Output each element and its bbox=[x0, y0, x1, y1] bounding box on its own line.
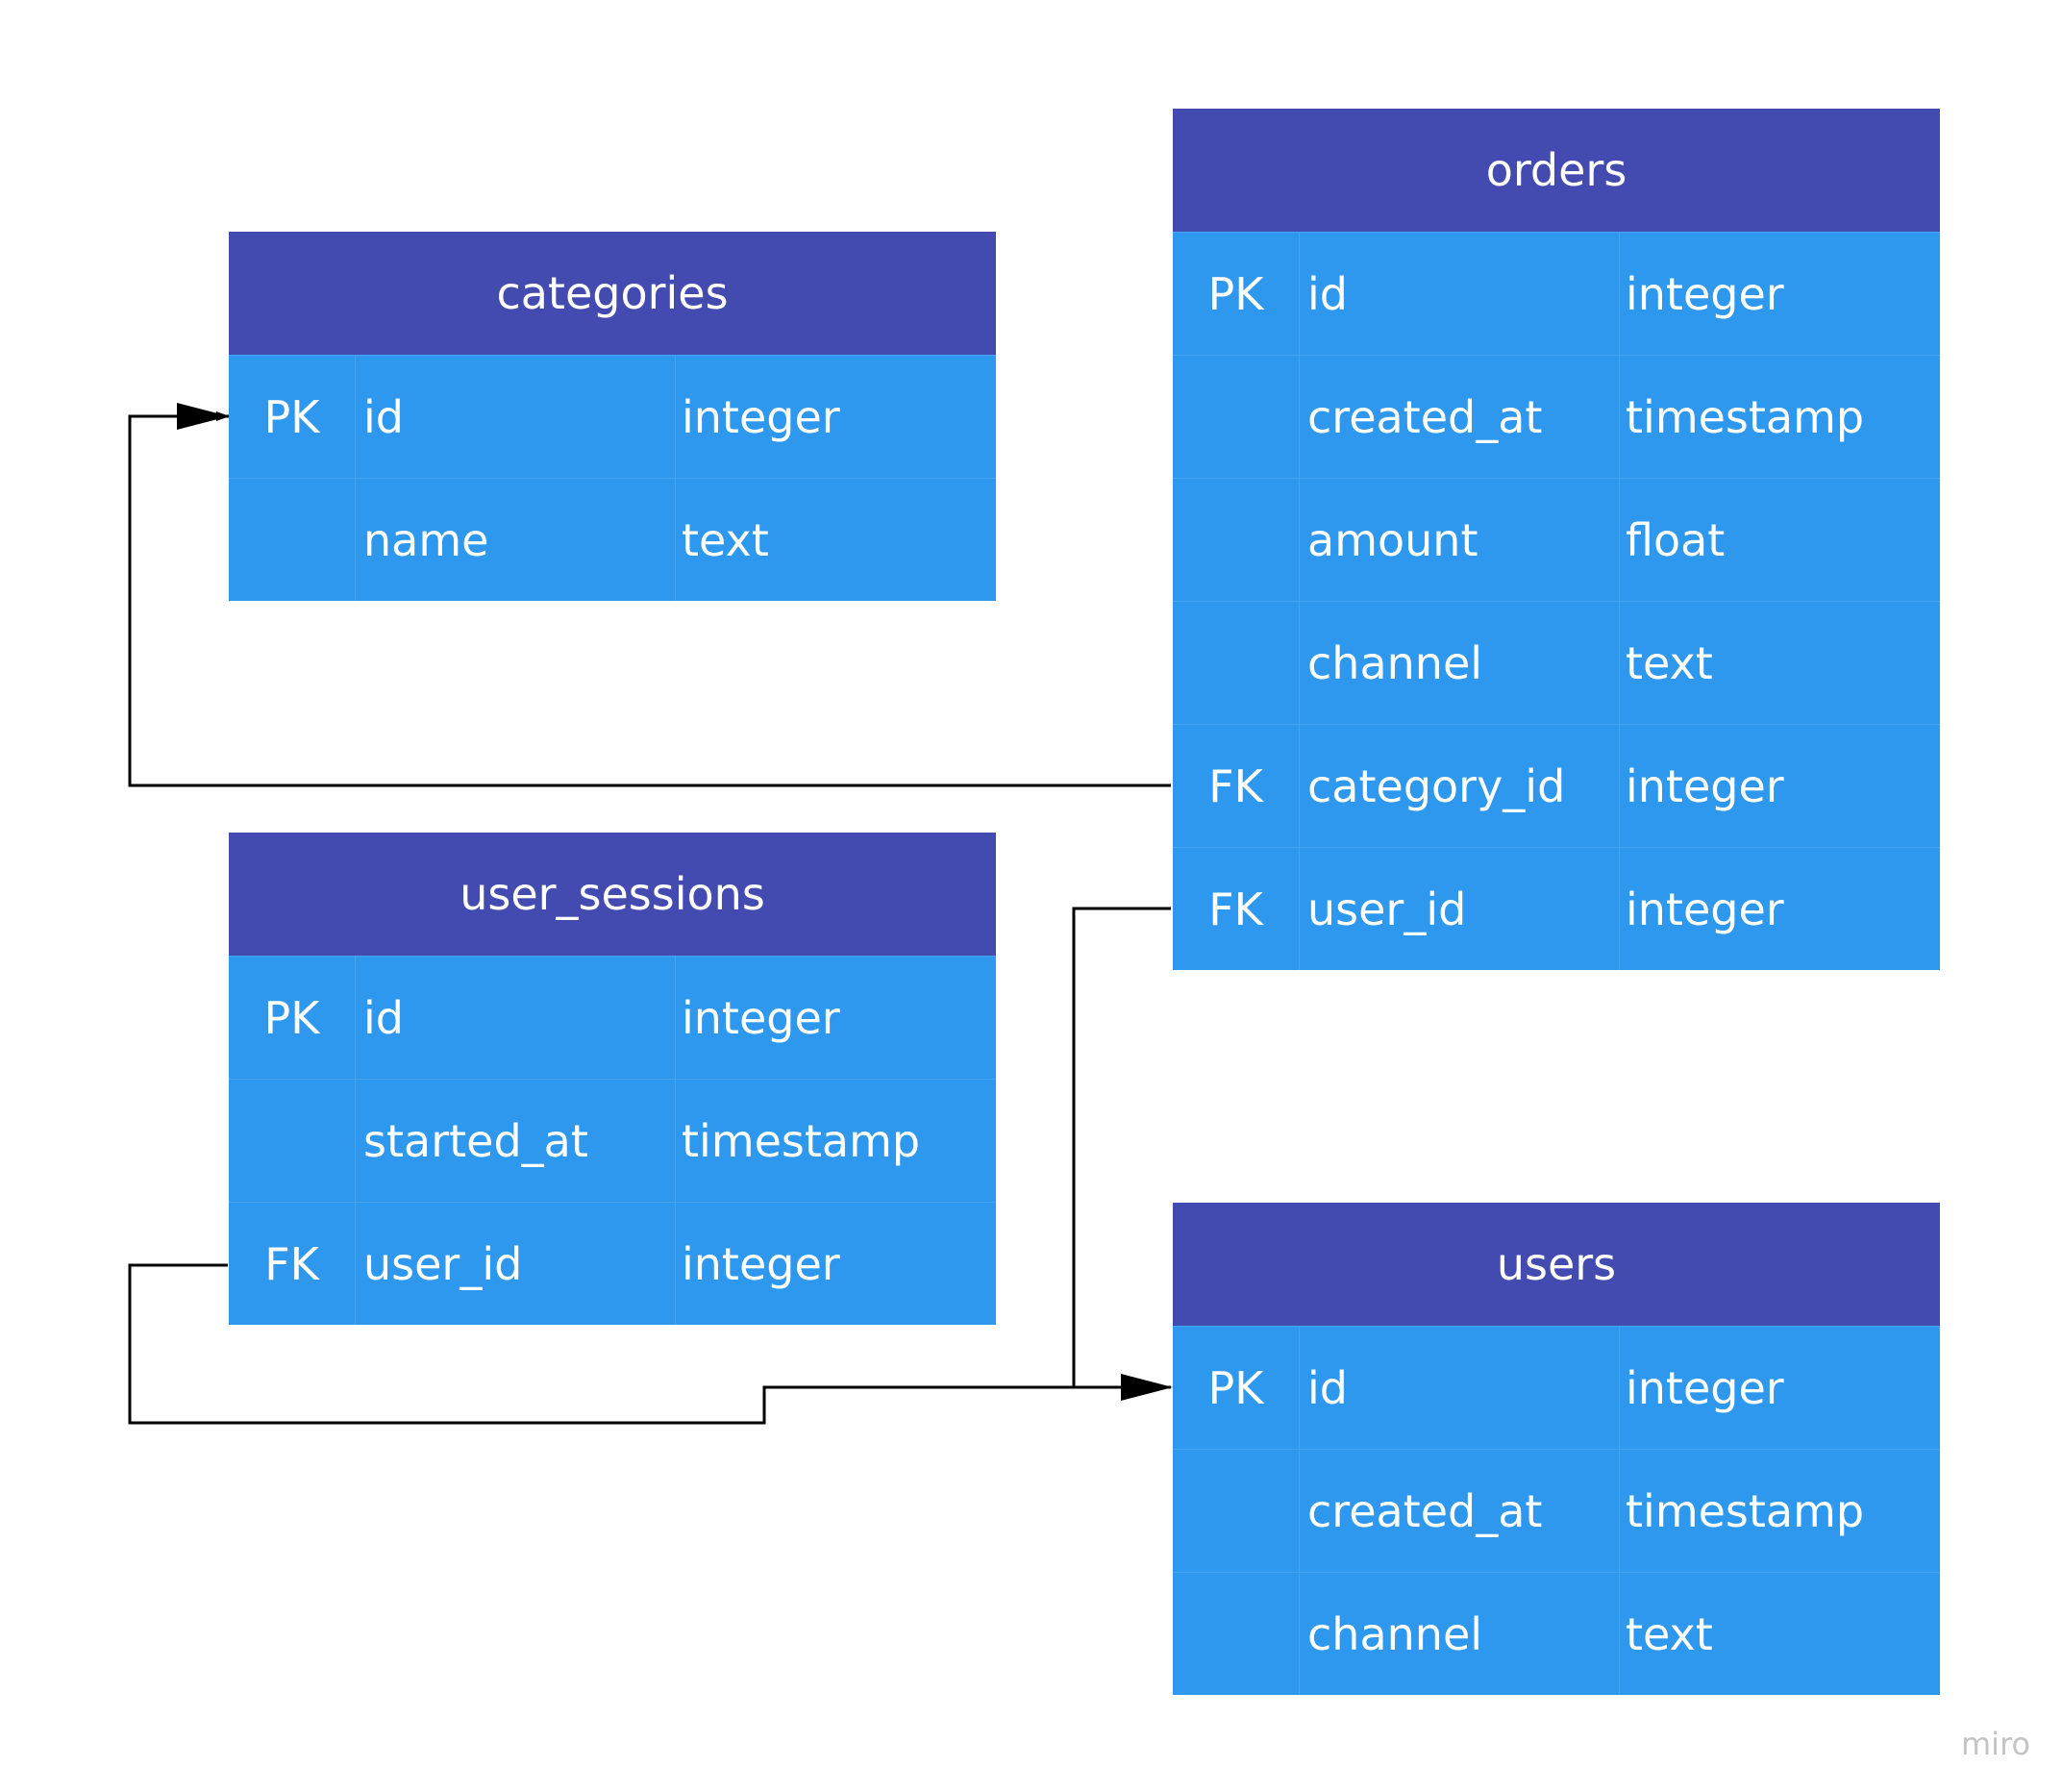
column-name: user_id bbox=[355, 1203, 675, 1325]
table-row[interactable]: PK id integer bbox=[229, 355, 996, 478]
table-users[interactable]: users PK id integer created_at timestamp… bbox=[1173, 1203, 1940, 1695]
key-badge bbox=[1173, 479, 1299, 601]
table-user-sessions[interactable]: user_sessions PK id integer started_at t… bbox=[229, 833, 996, 1325]
key-badge bbox=[1173, 1573, 1299, 1695]
column-type: text bbox=[1619, 602, 1940, 724]
table-row[interactable]: channel text bbox=[1173, 1572, 1940, 1695]
table-row[interactable]: channel text bbox=[1173, 601, 1940, 724]
foreign-key-badge: FK bbox=[264, 1237, 319, 1290]
column-name: amount bbox=[1299, 479, 1619, 601]
key-badge bbox=[229, 479, 355, 601]
table-row[interactable]: started_at timestamp bbox=[229, 1079, 996, 1202]
column-name: channel bbox=[1299, 602, 1619, 724]
table-row[interactable]: amount float bbox=[1173, 478, 1940, 601]
table-row[interactable]: PK id integer bbox=[1173, 1326, 1940, 1449]
arrowhead-users-id bbox=[1121, 1374, 1173, 1401]
column-type: integer bbox=[1619, 848, 1940, 970]
foreign-key-badge: FK bbox=[1208, 759, 1263, 812]
miro-watermark: miro bbox=[1961, 1726, 2031, 1762]
column-name: id bbox=[355, 957, 675, 1079]
primary-key-badge: PK bbox=[1207, 267, 1264, 320]
key-badge bbox=[1173, 356, 1299, 478]
table-row[interactable]: created_at timestamp bbox=[1173, 355, 1940, 478]
table-row[interactable]: PK id integer bbox=[229, 956, 996, 1079]
connector-user-sessions-user-to-users-id[interactable] bbox=[128, 1263, 1171, 1425]
connector-orders-user-to-users-id[interactable] bbox=[1072, 907, 1171, 1387]
table-row[interactable]: created_at timestamp bbox=[1173, 1449, 1940, 1572]
column-type: integer bbox=[1619, 233, 1940, 355]
column-type: integer bbox=[1619, 1327, 1940, 1449]
primary-key-badge: PK bbox=[263, 390, 320, 443]
column-name: user_id bbox=[1299, 848, 1619, 970]
column-name: id bbox=[355, 356, 675, 478]
primary-key-badge: PK bbox=[263, 991, 320, 1044]
column-name: created_at bbox=[1299, 356, 1619, 478]
column-type: float bbox=[1619, 479, 1940, 601]
arrowhead-categories-id bbox=[177, 403, 229, 430]
column-type: text bbox=[675, 479, 996, 601]
column-type: timestamp bbox=[1619, 1450, 1940, 1572]
column-name: channel bbox=[1299, 1573, 1619, 1695]
table-row[interactable]: FK category_id integer bbox=[1173, 724, 1940, 847]
column-type: timestamp bbox=[1619, 356, 1940, 478]
key-badge bbox=[1173, 1450, 1299, 1572]
column-type: integer bbox=[675, 957, 996, 1079]
column-name: started_at bbox=[355, 1080, 675, 1202]
table-orders-title: orders bbox=[1173, 109, 1940, 232]
foreign-key-badge: FK bbox=[1208, 883, 1263, 935]
table-orders[interactable]: orders PK id integer created_at timestam… bbox=[1173, 109, 1940, 970]
column-type: text bbox=[1619, 1573, 1940, 1695]
column-type: integer bbox=[675, 1203, 996, 1325]
table-row[interactable]: PK id integer bbox=[1173, 232, 1940, 355]
column-name: name bbox=[355, 479, 675, 601]
column-type: timestamp bbox=[675, 1080, 996, 1202]
key-badge bbox=[1173, 602, 1299, 724]
column-type: integer bbox=[675, 356, 996, 478]
column-name: category_id bbox=[1299, 725, 1619, 847]
table-row[interactable]: name text bbox=[229, 478, 996, 601]
table-row[interactable]: FK user_id integer bbox=[1173, 847, 1940, 970]
table-categories[interactable]: categories PK id integer name text bbox=[229, 232, 996, 601]
primary-key-badge: PK bbox=[1207, 1361, 1264, 1414]
table-categories-title: categories bbox=[229, 232, 996, 355]
column-name: id bbox=[1299, 1327, 1619, 1449]
table-users-title: users bbox=[1173, 1203, 1940, 1326]
column-name: created_at bbox=[1299, 1450, 1619, 1572]
table-row[interactable]: FK user_id integer bbox=[229, 1202, 996, 1325]
column-name: id bbox=[1299, 233, 1619, 355]
table-user-sessions-title: user_sessions bbox=[229, 833, 996, 956]
key-badge bbox=[229, 1080, 355, 1202]
column-type: integer bbox=[1619, 725, 1940, 847]
